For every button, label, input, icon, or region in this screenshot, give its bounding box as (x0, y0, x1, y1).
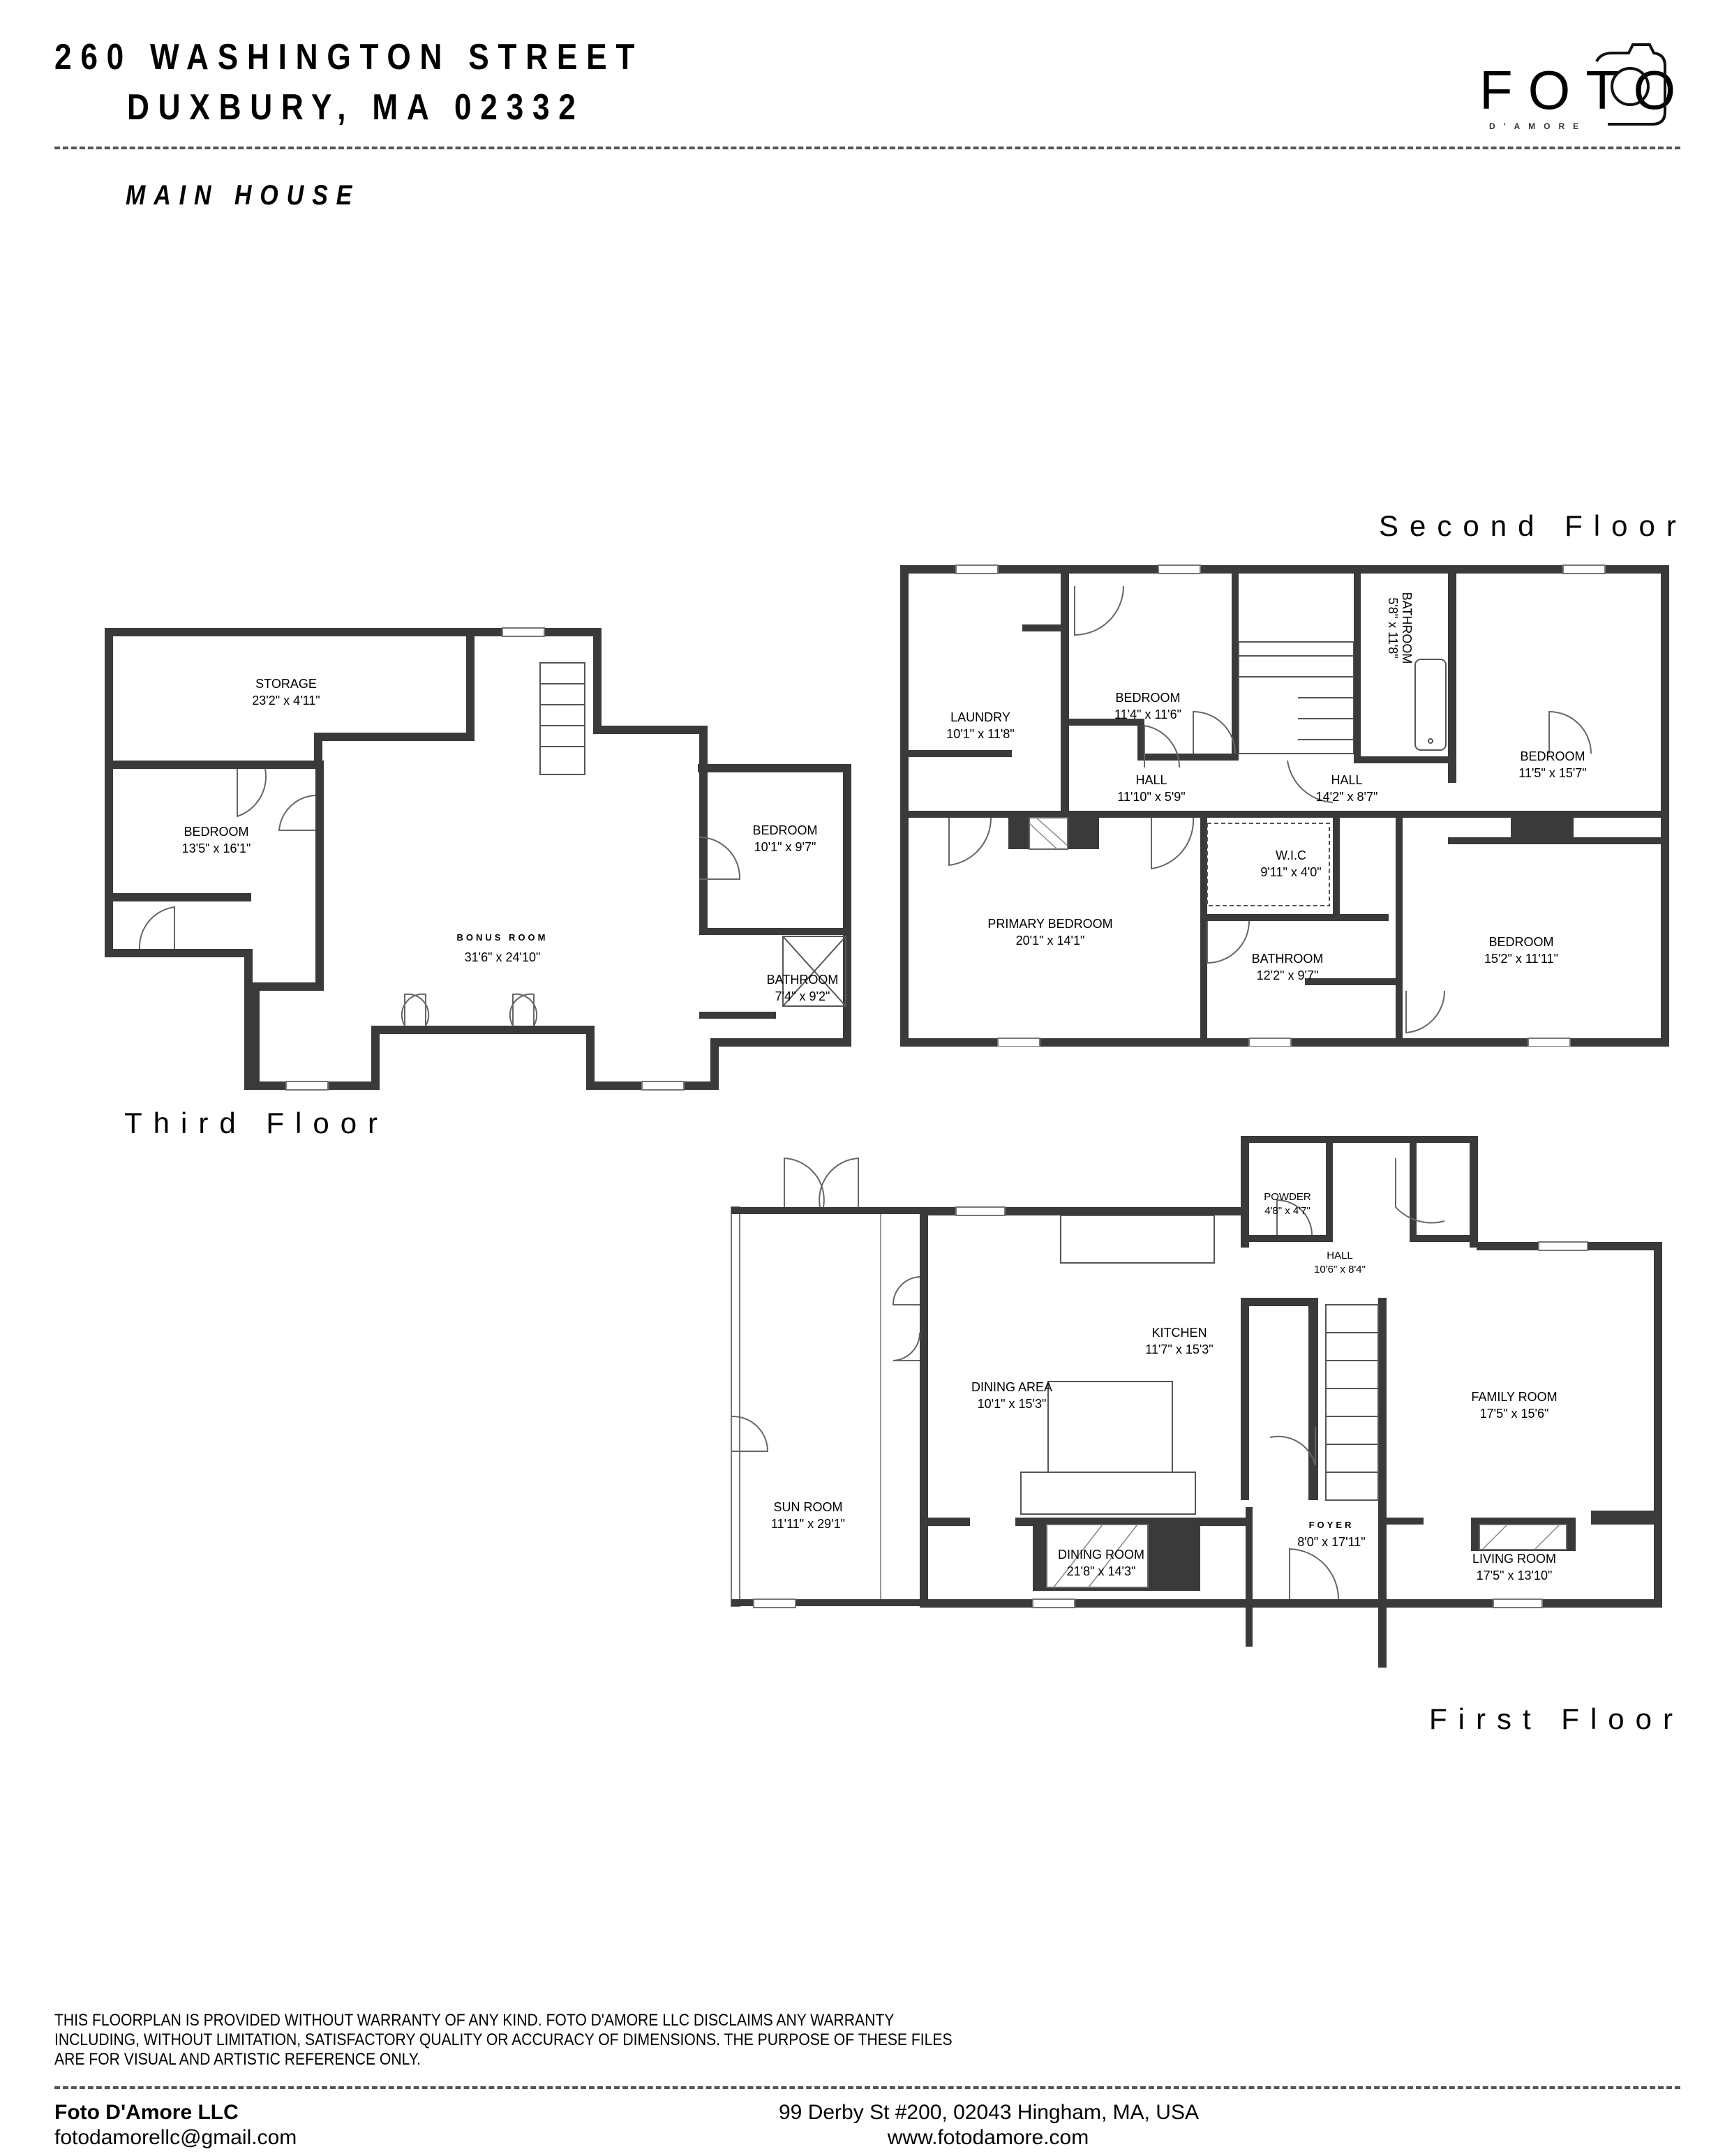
room-dims-powder: 4'8" x 4'7" (1264, 1205, 1310, 1217)
room-name-bonus-room: BONUS ROOM (457, 932, 548, 943)
room-name-primary-bedroom: PRIMARY BEDROOM (987, 917, 1112, 931)
disclaimer-line-2: INCLUDING, WITHOUT LIMITATION, SATISFACT… (54, 2030, 953, 2049)
room-name-living-room: LIVING ROOM (1472, 1552, 1556, 1566)
disclaimer-line-1: THIS FLOORPLAN IS PROVIDED WITHOUT WARRA… (54, 2011, 895, 2030)
first-floor-label: First Floor (1429, 1702, 1684, 1735)
room-name-wic: W.I.C (1276, 848, 1306, 862)
room-dims-bedroom-2a: 11'4" x 11'6" (1114, 708, 1181, 721)
room-name-bedroom-2c: BEDROOM (1488, 935, 1553, 949)
room-name-bathroom-2b: BATHROOM (1252, 952, 1324, 966)
section-title: MAIN HOUSE (126, 180, 361, 211)
room-name-hall-2b: HALL (1331, 773, 1362, 787)
room-dims-dining-room: 21'8" x 14'3" (1067, 1564, 1136, 1578)
room-dims-hall-2b: 14'2" x 8'7" (1316, 790, 1378, 804)
room-dims-primary-bedroom: 20'1" x 14'1" (1016, 934, 1085, 948)
room-dims-living-room: 17'5" x 13'10" (1477, 1569, 1553, 1582)
second-floor-label: Second Floor (1379, 509, 1687, 542)
room-dims-bonus-room: 31'6" x 24'10" (465, 950, 541, 964)
room-name-powder: POWDER (1264, 1191, 1311, 1203)
third-floor-plan: STORAGE 23'2" x 4'11" BEDROOM 13'5" x 16… (105, 627, 851, 1091)
logo-subtext: D'AMORE (1489, 121, 1588, 131)
address-line-1: 260 WASHINGTON STREET (54, 37, 644, 77)
room-name-laundry: LAUNDRY (950, 710, 1010, 724)
room-dims-bathroom-3: 7'4" x 9'2" (775, 989, 830, 1003)
room-dims-bedroom-3a: 13'5" x 16'1" (182, 841, 251, 855)
room-dims-storage: 23'2" x 4'11" (252, 694, 320, 708)
camera-icon (1595, 43, 1666, 126)
room-dims-hall-2a: 11'10" x 5'9" (1117, 790, 1185, 804)
room-name-dining-room: DINING ROOM (1058, 1548, 1144, 1562)
room-dims-bedroom-2b: 11'5" x 15'7" (1518, 766, 1586, 780)
room-name-hall-1: HALL (1327, 1250, 1353, 1262)
logo-text: FOTO (1479, 59, 1692, 121)
room-dims-foyer: 8'0" x 17'11" (1297, 1535, 1365, 1549)
room-dims-kitchen: 11'7" x 15'3" (1145, 1342, 1213, 1356)
company-email[interactable]: fotodamorellc@gmail.com (54, 2126, 297, 2149)
room-name-kitchen: KITCHEN (1151, 1326, 1207, 1340)
footer-left: Foto D'Amore LLC fotodamorellc@gmail.com (54, 2100, 297, 2150)
company-website[interactable]: www.fotodamore.com (887, 2126, 1089, 2149)
room-name-family-room: FAMILY ROOM (1471, 1390, 1557, 1404)
room-name-bedroom-3b: BEDROOM (752, 823, 817, 837)
room-dims-family-room: 17'5" x 15'6" (1480, 1407, 1549, 1421)
third-floor-label: Third Floor (124, 1107, 389, 1139)
room-dims-bathroom-2a: 5'8" x 11'8" (1386, 597, 1400, 658)
room-name-hall-2a: HALL (1135, 773, 1167, 787)
room-name-bathroom-2a: BATHROOM (1400, 592, 1414, 664)
second-floor-plan: LAUNDRY 10'1" x 11'8" BEDROOM 11'4" x 11… (900, 564, 1669, 1047)
room-dims-sun-room: 11'11" x 29'1" (771, 1517, 845, 1531)
room-dims-hall-1: 10'6" x 8'4" (1314, 1264, 1366, 1275)
disclaimer: THIS FLOORPLAN IS PROVIDED WITHOUT WARRA… (54, 2011, 1098, 2069)
footer-right: 99 Derby St #200, 02043 Hingham, MA, USA… (779, 2100, 1199, 2150)
room-name-bedroom-2a: BEDROOM (1115, 691, 1180, 705)
room-name-storage: STORAGE (255, 677, 317, 691)
first-floor-plan: POWDER 4'8" x 4'7" HALL 10'6" x 8'4" KIT… (731, 1136, 1662, 1668)
room-name-dining-area: DINING AREA (971, 1380, 1052, 1394)
room-dims-bathroom-2b: 12'2" x 9'7" (1257, 968, 1319, 982)
footer-divider (54, 2086, 1680, 2089)
brand-logo: FOTO D'AMORE (1479, 40, 1703, 138)
room-name-bedroom-2b: BEDROOM (1520, 749, 1585, 763)
room-name-foyer: FOYER (1309, 1520, 1354, 1530)
room-dims-dining-area: 10'1" x 15'3" (978, 1397, 1047, 1411)
room-dims-bedroom-2c: 15'2" x 11'11" (1484, 952, 1558, 966)
header-divider (54, 147, 1680, 149)
room-name-bedroom-3a: BEDROOM (184, 825, 248, 839)
room-name-bathroom-3: BATHROOM (767, 973, 839, 987)
company-name: Foto D'Amore LLC (54, 2101, 239, 2124)
company-address: 99 Derby St #200, 02043 Hingham, MA, USA (779, 2101, 1199, 2124)
room-dims-laundry: 10'1" x 11'8" (946, 727, 1014, 741)
room-dims-wic: 9'11" x 4'0" (1260, 865, 1321, 879)
room-dims-bedroom-3b: 10'1" x 9'7" (754, 840, 816, 854)
disclaimer-line-3: ARE FOR VISUAL AND ARTISTIC REFERENCE ON… (54, 2050, 421, 2069)
room-name-sun-room: SUN ROOM (774, 1500, 843, 1514)
address-line-2: DUXBURY, MA 02332 (127, 87, 585, 128)
